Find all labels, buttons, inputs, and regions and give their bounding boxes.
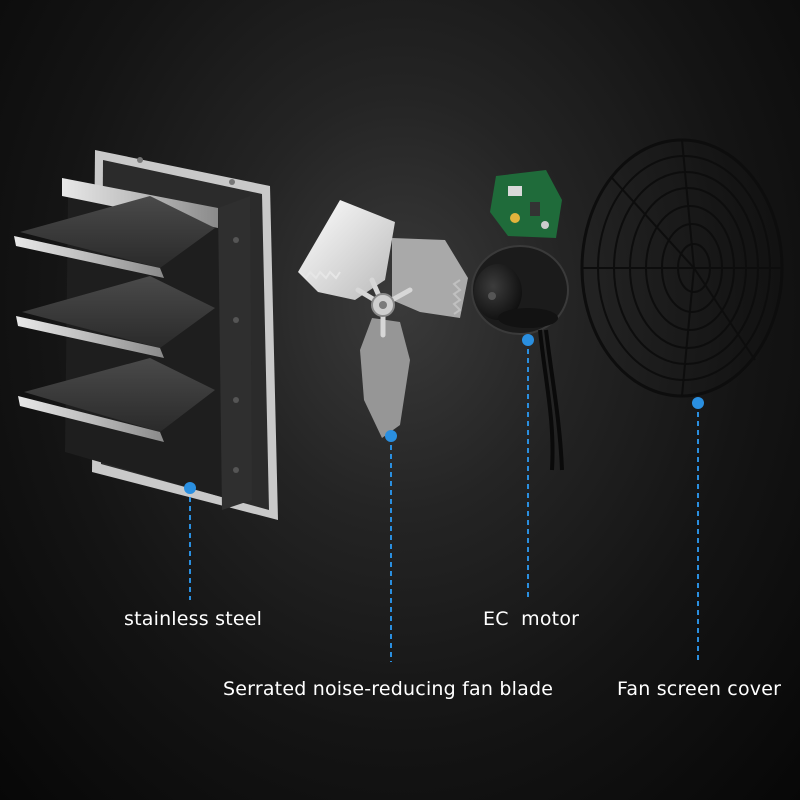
motor-front bbox=[474, 264, 522, 320]
louver-edge bbox=[14, 236, 164, 278]
screw bbox=[233, 467, 239, 473]
serration bbox=[299, 270, 341, 280]
serration bbox=[452, 279, 462, 315]
guard-spoke bbox=[681, 139, 695, 269]
wire-guard bbox=[580, 138, 784, 398]
guard-spoke bbox=[681, 267, 695, 397]
board-chip bbox=[508, 186, 522, 196]
guard-spoke bbox=[693, 267, 756, 361]
board-capacitor bbox=[541, 221, 549, 229]
motor-wire bbox=[544, 329, 564, 471]
louver-slat bbox=[24, 358, 215, 432]
screw bbox=[233, 397, 239, 403]
fan-blade bbox=[298, 200, 468, 438]
label-fan-blade: Serrated noise-reducing fan blade bbox=[223, 678, 554, 700]
board-chip bbox=[530, 202, 540, 216]
board-capacitor bbox=[510, 213, 520, 223]
blade-wing bbox=[360, 318, 410, 438]
blade-hub-center bbox=[379, 301, 387, 309]
louver-edge bbox=[18, 396, 164, 442]
label-stainless-steel: stainless steel bbox=[124, 608, 263, 630]
motor-wire bbox=[538, 329, 555, 471]
label-ec-motor: EC motor bbox=[483, 608, 580, 630]
ec-motor bbox=[471, 170, 569, 471]
louver-slat bbox=[22, 276, 215, 348]
callout-lines bbox=[189, 340, 699, 662]
louver-slat bbox=[20, 196, 215, 268]
screw bbox=[229, 179, 235, 185]
motor-shaft bbox=[488, 292, 496, 300]
screw bbox=[137, 157, 143, 163]
motor-mount bbox=[498, 308, 558, 328]
circuit-board bbox=[490, 170, 562, 238]
marker-blade bbox=[385, 430, 397, 442]
marker-steel bbox=[184, 482, 196, 494]
side-panel bbox=[218, 196, 252, 510]
screw bbox=[233, 317, 239, 323]
blade-wing bbox=[298, 200, 395, 300]
shutter-frame bbox=[14, 150, 278, 520]
louver-edge bbox=[16, 316, 164, 358]
guard-spoke bbox=[611, 177, 695, 269]
screw bbox=[233, 237, 239, 243]
blade-wing bbox=[392, 238, 468, 318]
label-fan-cover: Fan screen cover bbox=[617, 678, 782, 700]
marker-cover bbox=[692, 397, 704, 409]
marker-motor bbox=[522, 334, 534, 346]
callout-markers bbox=[184, 334, 704, 494]
